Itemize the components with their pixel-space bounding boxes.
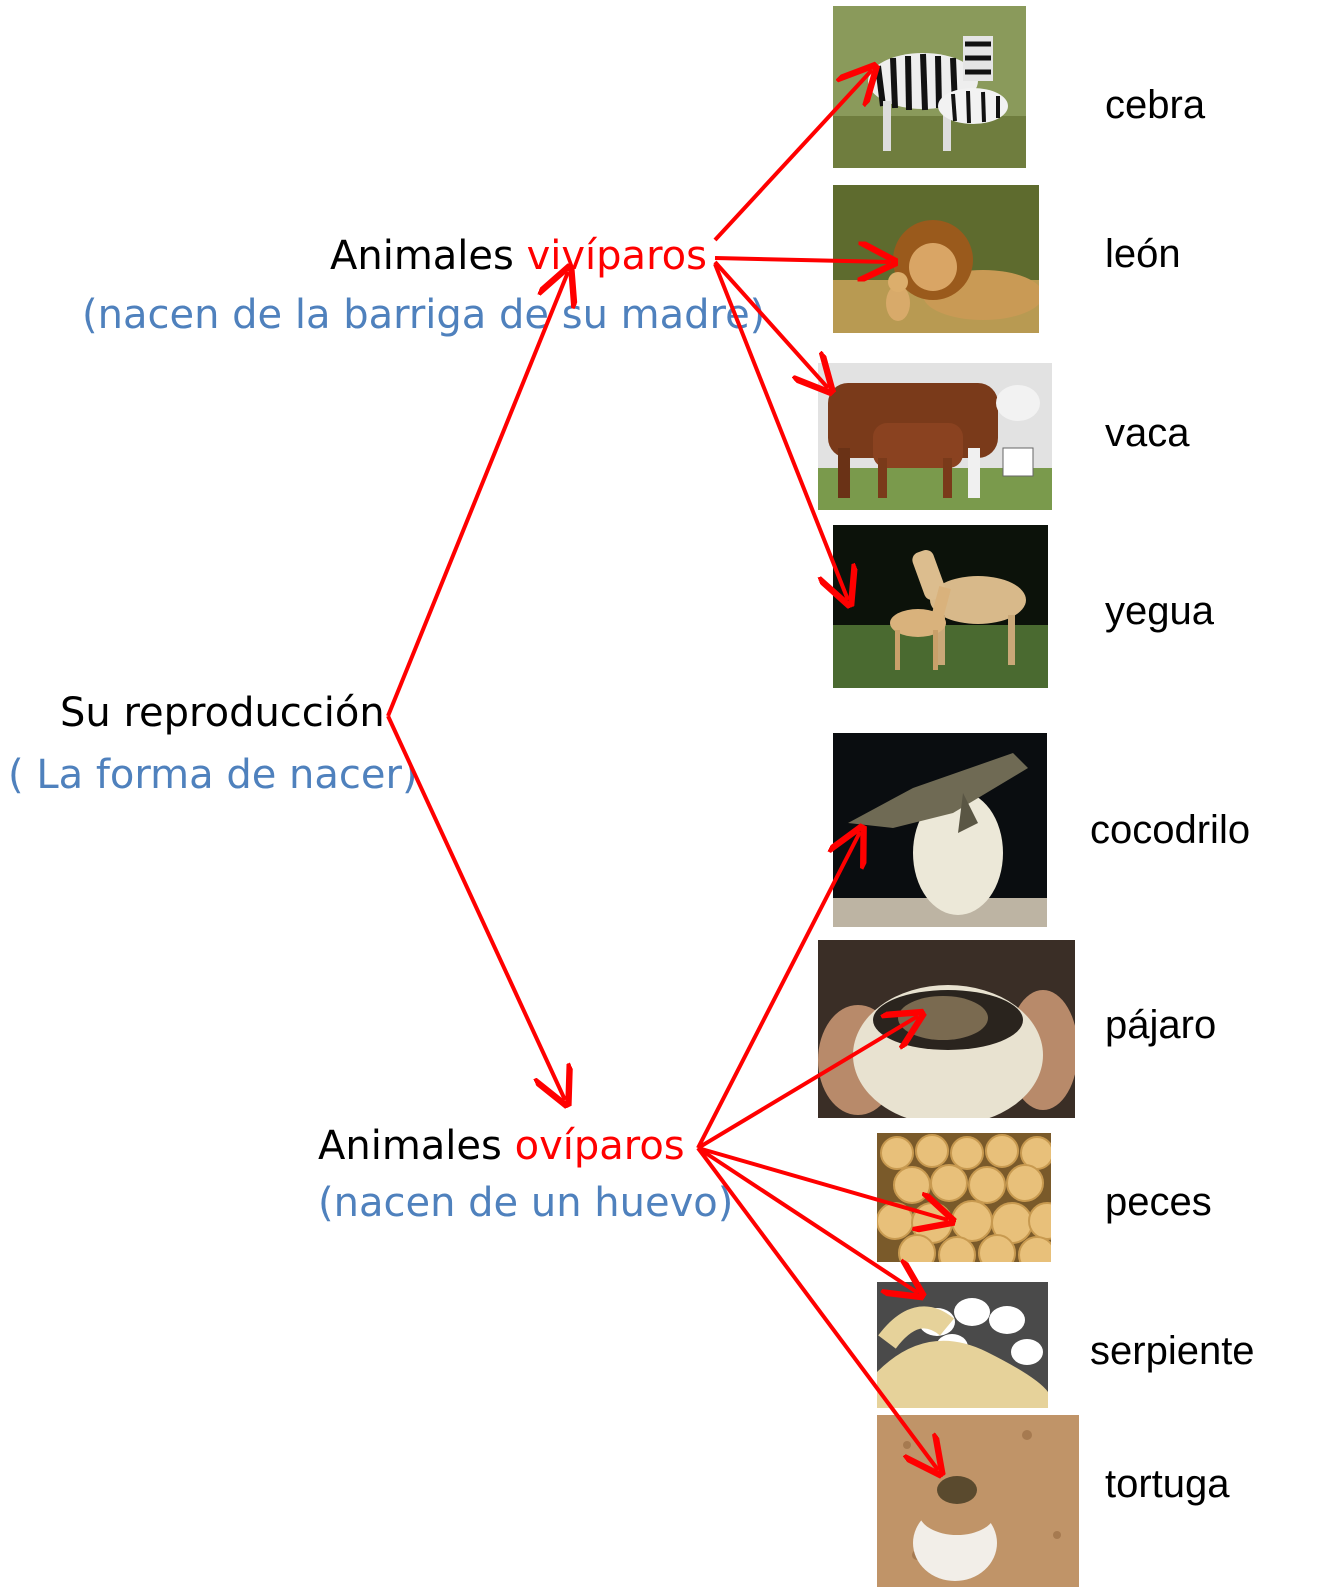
arrow-to-peces (697, 1146, 948, 1220)
arrow-to-cebra (713, 70, 872, 242)
arrow-to-cocodrilo (696, 832, 860, 1149)
arrow-to-tortuga (696, 1146, 938, 1470)
animal-name-vaca: vaca (1105, 411, 1190, 455)
arrow-root-to-viviparos (386, 272, 568, 717)
bird-photo (818, 940, 1075, 1118)
animal-name-cebra: cebra (1105, 83, 1206, 127)
arrow-to-pajaro (696, 1016, 918, 1150)
oviparos-subtitle: (nacen de un huevo) (318, 1180, 734, 1226)
root-subtitle: ( La forma de nacer) (8, 752, 418, 798)
oviparos-prefix: Animales (318, 1123, 515, 1169)
snake-photo (877, 1282, 1048, 1408)
fish-eggs-photo (877, 1133, 1051, 1262)
animal-name-cocodrilo: cocodrilo (1090, 808, 1251, 852)
arrow-to-vaca (713, 260, 828, 388)
animal-name-yegua: yegua (1105, 589, 1214, 633)
arrow-root-to-oviparos (386, 715, 565, 1100)
animal-name-leon: león (1105, 232, 1181, 276)
arrow-to-leon (714, 258, 890, 262)
horse-photo (833, 525, 1048, 688)
animal-name-serpiente: serpiente (1090, 1329, 1255, 1373)
animal-name-peces: peces (1105, 1180, 1212, 1224)
animal-name-tortuga: tortuga (1105, 1462, 1230, 1506)
crocodile-photo (833, 733, 1047, 927)
oviparos-keyword: ovíparos (514, 1123, 685, 1169)
viviparos-subtitle: (nacen de la barriga de su madre) (82, 292, 766, 338)
root-title: Su reproducción (60, 690, 385, 736)
animal-name-pajaro: pájaro (1105, 1003, 1217, 1047)
oviparos-title: Animales ovíparos (318, 1123, 685, 1169)
cow-photo (818, 363, 1052, 510)
viviparos-prefix: Animales (330, 233, 527, 279)
arrow-to-yegua (713, 263, 848, 600)
arrow-to-serpiente (696, 1146, 918, 1293)
